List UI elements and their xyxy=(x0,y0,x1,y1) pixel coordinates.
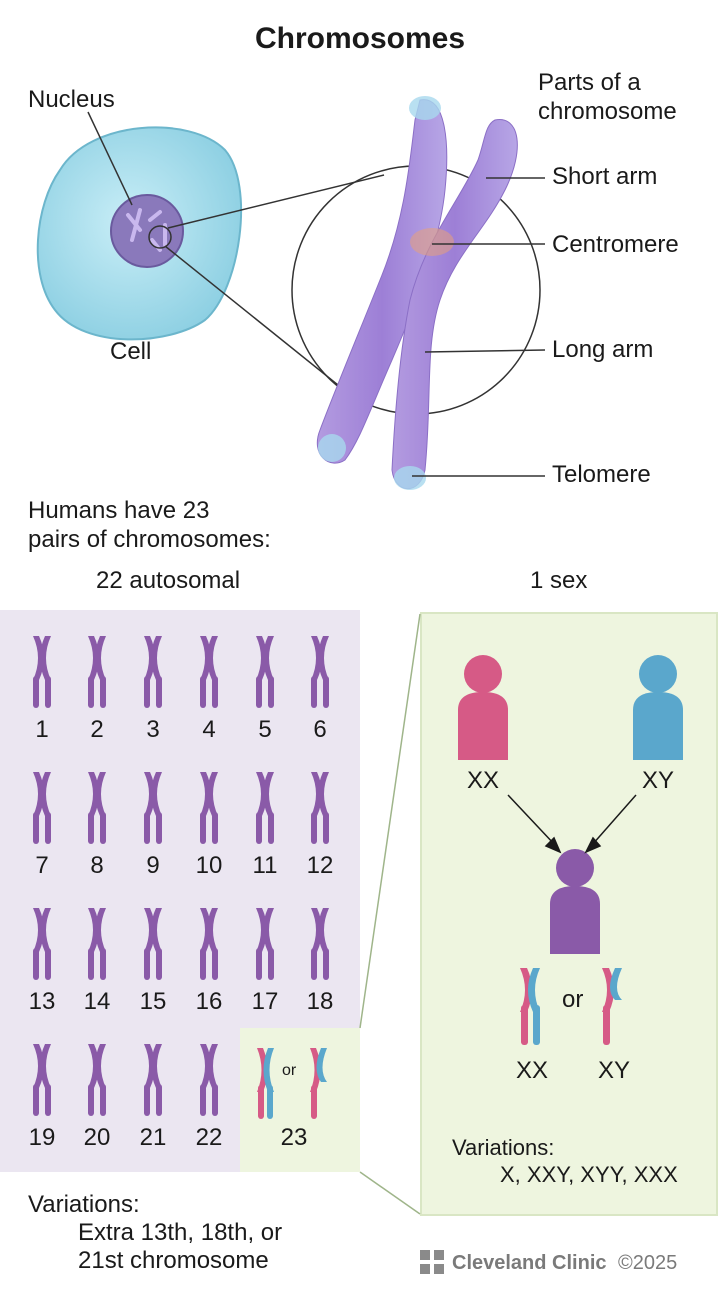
autosome-number: 17 xyxy=(251,988,279,1015)
child-xx-label: XX xyxy=(516,1057,549,1084)
autosome-number: 7 xyxy=(35,852,49,879)
male-figure xyxy=(633,655,683,760)
chromosome-23-xy xyxy=(310,1048,327,1119)
autosome-number: 1 xyxy=(35,716,49,743)
chromosome-illustration xyxy=(36,96,546,490)
child-figure xyxy=(550,849,600,954)
sex-variations-title: Variations: xyxy=(452,1135,555,1160)
autosomal-heading: 22 autosomal xyxy=(96,567,241,594)
footer-brand: Cleveland Clinic xyxy=(452,1252,607,1274)
autosome-number: 15 xyxy=(139,988,167,1015)
autosome-number: 6 xyxy=(313,716,327,743)
autosome-number: 5 xyxy=(258,716,272,743)
short-arm-label: Short arm xyxy=(552,163,658,190)
child-xx-chromosome xyxy=(520,968,540,1045)
female-figure xyxy=(458,655,508,760)
nucleus-shape xyxy=(110,194,184,268)
child-xy-label: XY xyxy=(598,1057,631,1084)
autosome-number: 13 xyxy=(28,988,56,1015)
autosome-number: 19 xyxy=(28,1124,56,1151)
chromosome-23-number: 23 xyxy=(280,1124,308,1151)
large-chromosome xyxy=(316,96,518,490)
autosomal-variations-title: Variations: xyxy=(28,1191,140,1218)
pairs-line2: pairs of chromosomes: xyxy=(28,526,271,553)
footer-copyright: ©2025 xyxy=(618,1252,678,1274)
nucleus-label: Nucleus xyxy=(28,86,115,113)
autosome-number: 18 xyxy=(306,988,334,1015)
chromosome-23-xx xyxy=(257,1048,274,1119)
centromere-label: Centromere xyxy=(552,231,679,258)
sex-variations-list: X, XXY, XYY, XXX xyxy=(500,1162,678,1187)
male-label: XY xyxy=(642,767,675,794)
page-title: Chromosomes xyxy=(254,22,466,55)
chromosome-23-or: or xyxy=(282,1062,297,1079)
autosome-number: 3 xyxy=(146,716,160,743)
autosome-number: 14 xyxy=(83,988,111,1015)
autosome-number: 20 xyxy=(83,1124,111,1151)
autosome-number: 8 xyxy=(90,852,104,879)
autosome-number: 16 xyxy=(195,988,223,1015)
child-xy-chromosome xyxy=(602,968,622,1045)
child-or-label: or xyxy=(562,986,584,1013)
telomere-label: Telomere xyxy=(552,461,651,488)
long-arm-label: Long arm xyxy=(552,336,654,363)
cleveland-clinic-logo xyxy=(420,1250,444,1274)
autosome-number: 11 xyxy=(252,852,278,879)
inheritance-arrows xyxy=(507,794,637,854)
pairs-line1: Humans have 23 xyxy=(28,497,210,524)
autosome-number: 10 xyxy=(195,852,223,879)
autosome-number: 2 xyxy=(90,716,104,743)
parts-heading-line1: Parts of a xyxy=(538,69,641,96)
autosome-number: 9 xyxy=(146,852,160,879)
autosomal-variations-line1: Extra 13th, 18th, or xyxy=(78,1219,283,1246)
parts-heading-line2: chromosome xyxy=(538,98,677,125)
autosome-number: 12 xyxy=(306,852,334,879)
cell-label: Cell xyxy=(110,338,152,365)
sex-heading: 1 sex xyxy=(530,567,588,594)
autosome-number: 21 xyxy=(139,1124,167,1151)
autosome-number: 4 xyxy=(202,716,216,743)
nucleus-zoom-circle xyxy=(148,225,172,249)
autosomal-variations-line2: 21st chromosome xyxy=(78,1247,269,1274)
female-label: XX xyxy=(467,767,500,794)
autosome-number: 22 xyxy=(195,1124,223,1151)
